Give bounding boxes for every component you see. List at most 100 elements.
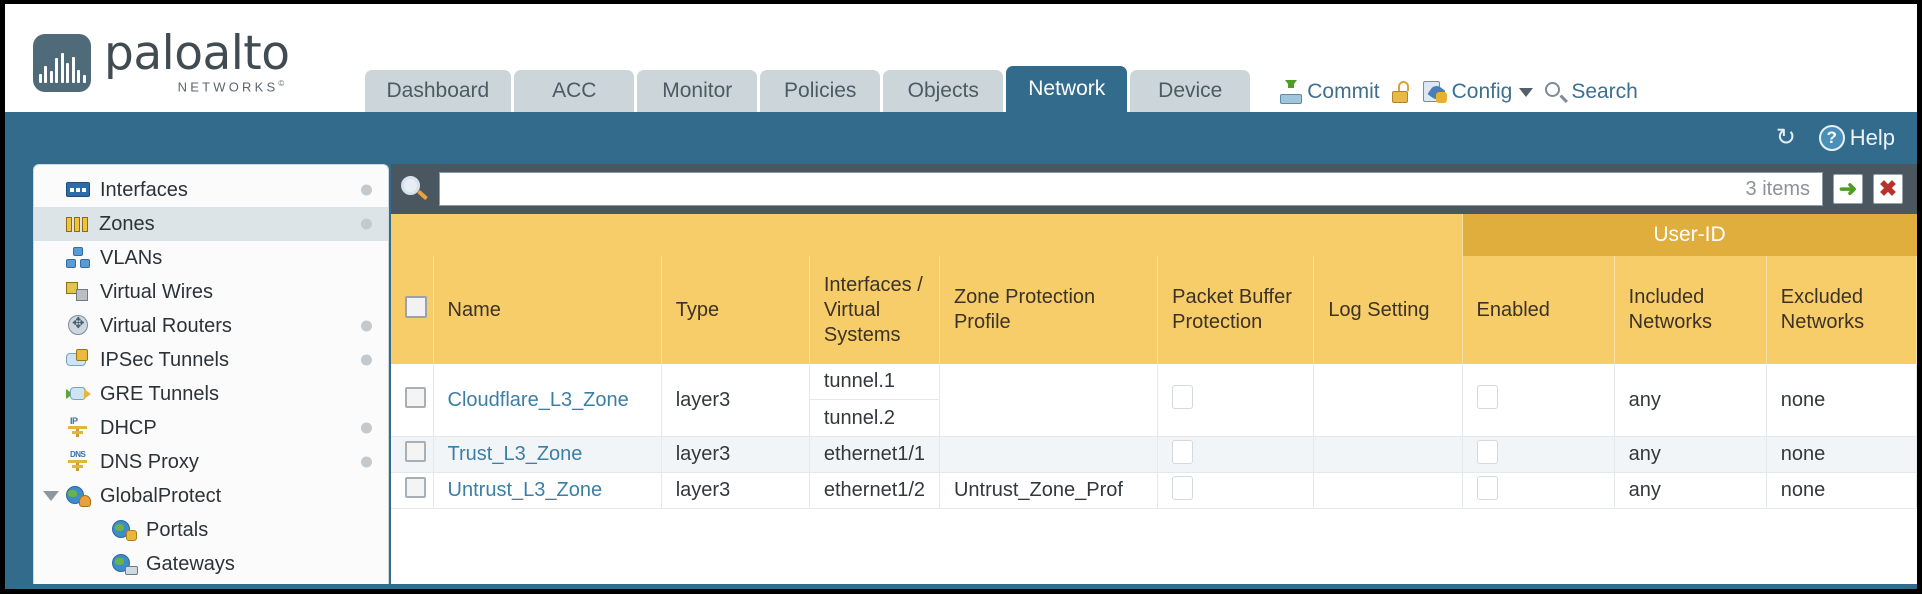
config-icon: [1422, 80, 1447, 104]
search-icon: [1545, 81, 1569, 103]
col-userid-enabled[interactable]: Enabled: [1462, 256, 1615, 364]
sidebar-status-dot: [361, 218, 372, 230]
sidebar-item-label: GRE Tunnels: [100, 382, 219, 405]
userid-enabled-checkbox[interactable]: [1476, 385, 1498, 409]
main-panel: 3 items ➜ ✖: [391, 164, 1917, 584]
tab-dashboard[interactable]: Dashboard: [364, 70, 512, 112]
sidebar-status-dot: [361, 354, 372, 366]
table-row[interactable]: Untrust_L3_Zone layer3 ethernet1/2 Untru…: [391, 472, 1917, 509]
userid-enabled-checkbox[interactable]: [1476, 475, 1498, 500]
tab-network[interactable]: Network: [1006, 66, 1128, 112]
tab-objects[interactable]: Objects: [883, 70, 1004, 112]
gre-tunnels-icon: [66, 383, 91, 405]
search-input[interactable]: [452, 178, 1740, 200]
sidebar-item-vlans[interactable]: VLANs: [34, 241, 388, 275]
refresh-icon[interactable]: ↻: [1775, 124, 1796, 151]
filter-search-icon[interactable]: [399, 174, 429, 204]
row-select-cell[interactable]: [391, 364, 434, 437]
clear-filter-button[interactable]: ✖: [1873, 174, 1903, 204]
col-interfaces[interactable]: Interfaces / Virtual Systems: [809, 256, 940, 364]
sidebar-item-gre-tunnels[interactable]: GRE Tunnels: [34, 377, 388, 411]
config-menu[interactable]: Config: [1422, 80, 1534, 104]
green-arrow-icon: ➜: [1838, 176, 1858, 201]
cell-interfaces: ethernet1/2: [809, 472, 940, 509]
commit-button[interactable]: Commit: [1280, 80, 1380, 104]
sidebar-status-dot: [361, 456, 372, 468]
sidebar-item-label: IPSec Tunnels: [100, 348, 229, 371]
sidebar-item-virtual-wires[interactable]: Virtual Wires: [34, 275, 388, 309]
cell-interfaces: ethernet1/1: [809, 436, 940, 473]
sidebar-item-dhcp[interactable]: IP DHCP: [34, 411, 388, 445]
top-header: paloalto NETWORKS© Dashboard ACC Monitor…: [5, 4, 1917, 112]
cell-name[interactable]: Cloudflare_L3_Zone: [433, 364, 662, 437]
sidebar-item-globalprotect[interactable]: GlobalProtect: [34, 479, 388, 513]
sidebar-item-label: DNS Proxy: [100, 450, 199, 473]
tab-label: Device: [1158, 79, 1223, 102]
row-select-cell[interactable]: [391, 436, 434, 473]
col-name[interactable]: Name: [433, 256, 662, 364]
table-header-row: Name Type Interfaces / Virtual Systems Z…: [391, 256, 1917, 364]
sidebar-item-interfaces[interactable]: Interfaces: [34, 173, 388, 207]
col-type[interactable]: Type: [661, 256, 810, 364]
ipsec-tunnels-icon: [66, 349, 91, 371]
cell-packet-buffer-protection[interactable]: [1157, 472, 1315, 509]
help-button[interactable]: ? Help: [1818, 125, 1895, 151]
col-included-networks[interactable]: Included Networks: [1614, 256, 1767, 364]
cell-userid-enabled[interactable]: [1462, 472, 1615, 509]
cell-name[interactable]: Untrust_L3_Zone: [433, 472, 662, 509]
apply-filter-button[interactable]: ➜: [1833, 174, 1863, 204]
cell-userid-enabled[interactable]: [1462, 436, 1615, 473]
group-header-userid: User-ID: [1462, 214, 1917, 256]
cell-userid-enabled[interactable]: [1462, 364, 1615, 437]
zone-name-link[interactable]: Cloudflare_L3_Zone: [447, 388, 629, 411]
cell-excluded-networks: none: [1766, 472, 1917, 509]
tab-label: Objects: [907, 79, 979, 102]
packet-buffer-checkbox[interactable]: [1172, 475, 1194, 500]
sidebar-item-gateways[interactable]: Gateways: [34, 547, 388, 581]
cell-packet-buffer-protection[interactable]: [1157, 436, 1315, 473]
tab-label: Dashboard: [386, 79, 490, 102]
tab-monitor[interactable]: Monitor: [637, 70, 758, 112]
virtual-routers-icon: [66, 314, 91, 337]
col-packet-buffer-protection[interactable]: Packet Buffer Protection: [1157, 256, 1315, 364]
chevron-down-icon: [1519, 87, 1534, 97]
commit-label: Commit: [1307, 80, 1380, 103]
row-checkbox[interactable]: [405, 477, 426, 498]
interface-item: tunnel.1: [809, 364, 939, 400]
cell-name[interactable]: Trust_L3_Zone: [433, 436, 662, 473]
tab-device[interactable]: Device: [1130, 70, 1251, 112]
select-all-header[interactable]: [391, 256, 434, 364]
select-all-checkbox[interactable]: [405, 295, 427, 318]
chevron-down-icon[interactable]: [43, 491, 59, 501]
lock-button[interactable]: [1391, 81, 1411, 103]
tab-policies[interactable]: Policies: [760, 70, 881, 112]
sidebar-item-virtual-routers[interactable]: Virtual Routers: [34, 309, 388, 343]
col-zone-protection-profile[interactable]: Zone Protection Profile: [939, 256, 1159, 364]
search-button[interactable]: Search: [1545, 80, 1638, 104]
sidebar-item-ipsec-tunnels[interactable]: IPSec Tunnels: [34, 343, 388, 377]
sub-toolbar: ↻ ? Help: [5, 112, 1917, 164]
packet-buffer-checkbox[interactable]: [1172, 439, 1194, 464]
row-checkbox[interactable]: [405, 441, 426, 462]
sidebar-item-dns-proxy[interactable]: DNS DNS Proxy: [34, 445, 388, 479]
lock-icon: [1391, 81, 1411, 103]
table-row[interactable]: Trust_L3_Zone layer3 ethernet1/1 any non…: [391, 436, 1917, 473]
zones-table-scroll[interactable]: User-ID Name Type Interfaces / Virtual S…: [391, 214, 1917, 584]
cell-excluded-networks: none: [1766, 364, 1917, 437]
sidebar-item-portals[interactable]: Portals: [34, 513, 388, 547]
userid-enabled-checkbox[interactable]: [1476, 439, 1498, 464]
sidebar-nav: Interfaces Zones VLANs Virtual Wires Vir…: [33, 164, 389, 584]
tab-acc[interactable]: ACC: [514, 70, 635, 112]
packet-buffer-checkbox[interactable]: [1172, 385, 1194, 409]
filter-input-wrapper[interactable]: 3 items: [439, 172, 1823, 206]
zones-icon: [66, 214, 90, 234]
col-log-setting[interactable]: Log Setting: [1313, 256, 1463, 364]
col-excluded-networks[interactable]: Excluded Networks: [1766, 256, 1917, 364]
zone-name-link[interactable]: Untrust_L3_Zone: [447, 479, 603, 501]
sidebar-item-zones[interactable]: Zones: [34, 207, 388, 241]
row-checkbox[interactable]: [405, 386, 426, 408]
zone-name-link[interactable]: Trust_L3_Zone: [447, 443, 583, 465]
row-select-cell[interactable]: [391, 472, 434, 509]
cell-packet-buffer-protection[interactable]: [1157, 364, 1315, 437]
